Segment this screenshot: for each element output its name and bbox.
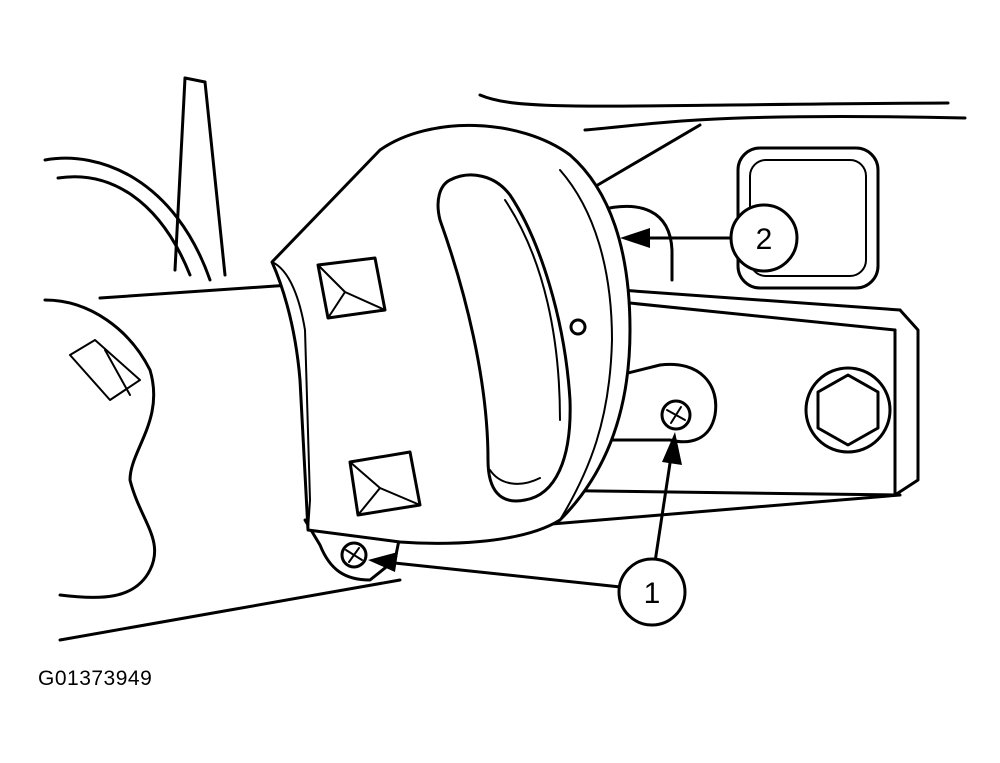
callout-2-arrowhead xyxy=(620,228,650,248)
mid-rail-right-inner xyxy=(598,298,897,332)
background-structure xyxy=(43,76,967,642)
callout-1-arrowhead-left xyxy=(368,552,398,572)
handle-opening xyxy=(436,173,572,503)
pillar-line-1 xyxy=(173,76,187,272)
opening-inner-edge xyxy=(504,199,561,421)
rear-recess xyxy=(598,204,674,282)
lower-rail-2 xyxy=(58,578,402,642)
upper-rail-diagonal xyxy=(594,123,702,188)
lower-left-notch-line xyxy=(104,349,131,396)
right-screw xyxy=(660,399,692,431)
lower-left-notch xyxy=(69,339,141,401)
callout-2-number: 2 xyxy=(756,223,773,256)
left-screw-slot xyxy=(345,547,363,563)
bracket-right-tab xyxy=(598,362,718,444)
lower-left-contour xyxy=(43,298,157,599)
mid-rail-left xyxy=(98,283,292,300)
callout-1-arrowhead-right xyxy=(662,432,682,465)
figure-id-label: G01373949 xyxy=(38,667,153,690)
callout-1-leader-right xyxy=(653,448,674,564)
bracket-small-hole xyxy=(569,318,587,336)
dash-panel-curve-outer xyxy=(43,156,212,282)
hex-bolt-washer xyxy=(804,366,892,454)
mid-rail-end xyxy=(893,308,920,497)
callout-1-leader-left xyxy=(383,560,632,590)
lower-square-pad xyxy=(348,450,422,517)
dash-panel-curve-inner xyxy=(56,175,192,277)
callout-1-circle xyxy=(617,557,687,627)
mid-rail-right-top xyxy=(618,288,902,312)
callout-1-number: 1 xyxy=(644,577,661,610)
bracket-rim-inner xyxy=(559,169,613,521)
right-screw-slot xyxy=(666,406,686,424)
handle-bracket xyxy=(270,123,632,545)
pillar-top xyxy=(183,76,207,84)
callout-leaders xyxy=(368,228,732,590)
bracket-left-edge xyxy=(271,261,311,531)
pillar-line-2 xyxy=(203,80,227,277)
callout-1: 1 xyxy=(617,557,687,627)
upper-rail-2 xyxy=(583,114,967,132)
left-screw xyxy=(340,541,368,569)
callout-2-circle xyxy=(729,203,799,273)
upper-rail-1 xyxy=(478,93,950,108)
opening-bottom-edge xyxy=(489,469,541,485)
hex-bolt-head xyxy=(816,373,880,447)
upper-square-pad xyxy=(316,256,387,320)
callout-2: 2 xyxy=(729,203,799,273)
